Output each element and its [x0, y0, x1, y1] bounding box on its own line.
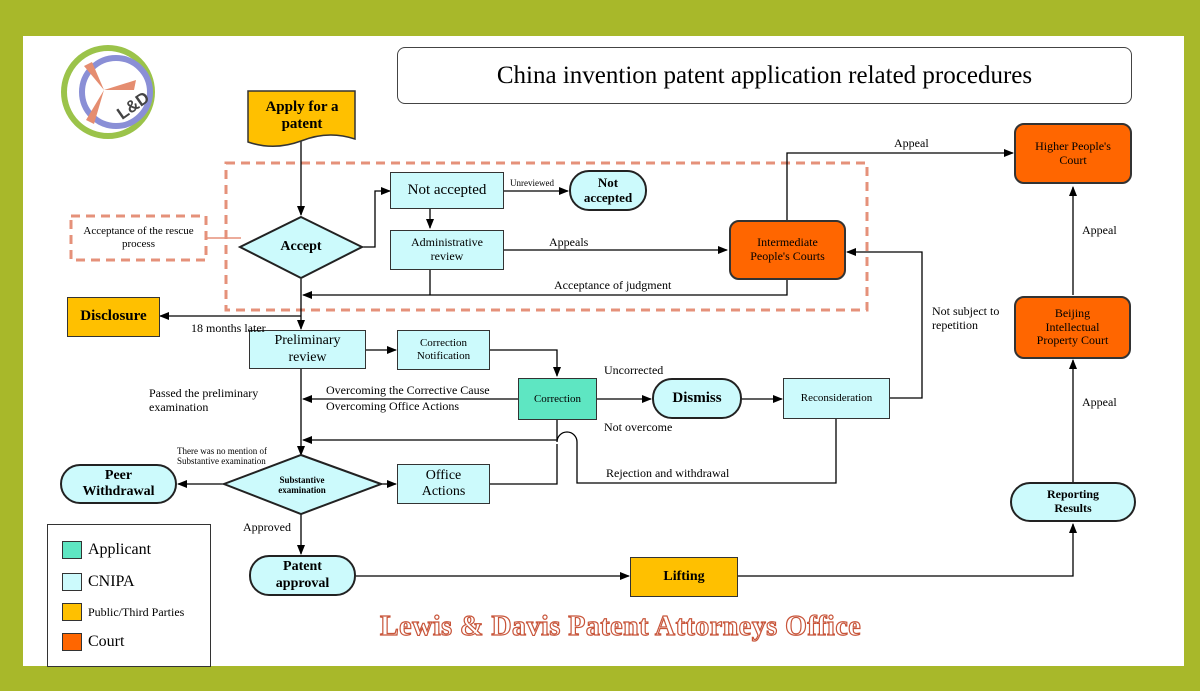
intermediate-court-box: Intermediate People's Courts: [729, 220, 846, 280]
unreviewed-label: Unreviewed: [510, 178, 554, 188]
not-accepted-box: Not accepted: [390, 172, 504, 209]
footer-brand: Lewis & Davis Patent Attorneys Office: [380, 611, 861, 643]
disclosure-box: Disclosure: [67, 297, 160, 337]
passed-preliminary-label: Passed the preliminary examination: [149, 387, 279, 415]
correction-notification-box: Correction Notification: [397, 330, 490, 370]
legend-swatch-public: [62, 603, 82, 621]
appeals-label: Appeals: [549, 236, 588, 250]
overcoming-actions-label: Overcoming Office Actions: [326, 400, 459, 414]
legend-swatch-court: [62, 633, 82, 651]
appeal-right-upper-label: Appeal: [1082, 224, 1117, 238]
legend-label: Court: [88, 633, 124, 651]
beijing-court-box: Beijing Intellectual Property Court: [1014, 296, 1131, 359]
reporting-results-pill: Reporting Results: [1010, 482, 1136, 522]
dismiss-pill: Dismiss: [652, 378, 742, 419]
appeal-right-lower-label: Appeal: [1082, 396, 1117, 410]
uncorrected-label: Uncorrected: [604, 364, 663, 378]
peer-withdrawal-pill: Peer Withdrawal: [60, 464, 177, 504]
rescue-process-label: Acceptance of the rescue process: [73, 218, 204, 258]
not-accepted-pill: Not accepted: [569, 170, 647, 211]
acceptance-of-judgment-label: Acceptance of judgment: [554, 279, 671, 293]
logo-icon: L&D: [54, 44, 162, 140]
appeal-top-label: Appeal: [894, 137, 929, 151]
lifting-box: Lifting: [630, 557, 738, 597]
legend-item-court: Court: [62, 633, 124, 651]
overcoming-cause-label: Overcoming the Corrective Cause: [326, 384, 490, 398]
reconsideration-box: Reconsideration: [783, 378, 890, 419]
legend-item-public: Public/Third Parties: [62, 603, 184, 621]
page-title: China invention patent application relat…: [397, 47, 1132, 104]
patent-approval-pill: Patent approval: [249, 555, 356, 596]
office-actions-box: Office Actions: [397, 464, 490, 504]
legend-item-applicant: Applicant: [62, 541, 151, 559]
not-subject-label: Not subject to repetition: [932, 305, 1002, 333]
legend: Applicant CNIPA Public/Third Parties Cou…: [47, 524, 211, 667]
correction-box: Correction: [518, 378, 597, 420]
eighteen-months-label: 18 months later: [191, 322, 266, 336]
preliminary-review-box: Preliminary review: [249, 330, 366, 369]
approved-label: Approved: [243, 521, 291, 535]
administrative-review-box: Administrative review: [390, 230, 504, 270]
not-overcome-label: Not overcome: [604, 421, 672, 435]
apply-node: Apply for a patent: [258, 96, 346, 136]
no-mention-label: There was no mention of Substantive exam…: [177, 446, 285, 467]
rejection-withdrawal-label: Rejection and withdrawal: [606, 467, 729, 481]
legend-item-cnipa: CNIPA: [62, 573, 135, 591]
legend-swatch-cnipa: [62, 573, 82, 591]
legend-label: CNIPA: [88, 573, 135, 591]
legend-swatch-applicant: [62, 541, 82, 559]
higher-court-box: Higher People's Court: [1014, 123, 1132, 184]
legend-label: Public/Third Parties: [88, 605, 184, 620]
legend-label: Applicant: [88, 541, 151, 559]
accept-node: Accept: [266, 237, 336, 257]
substantive-exam-node: Substantive examination: [264, 474, 340, 496]
